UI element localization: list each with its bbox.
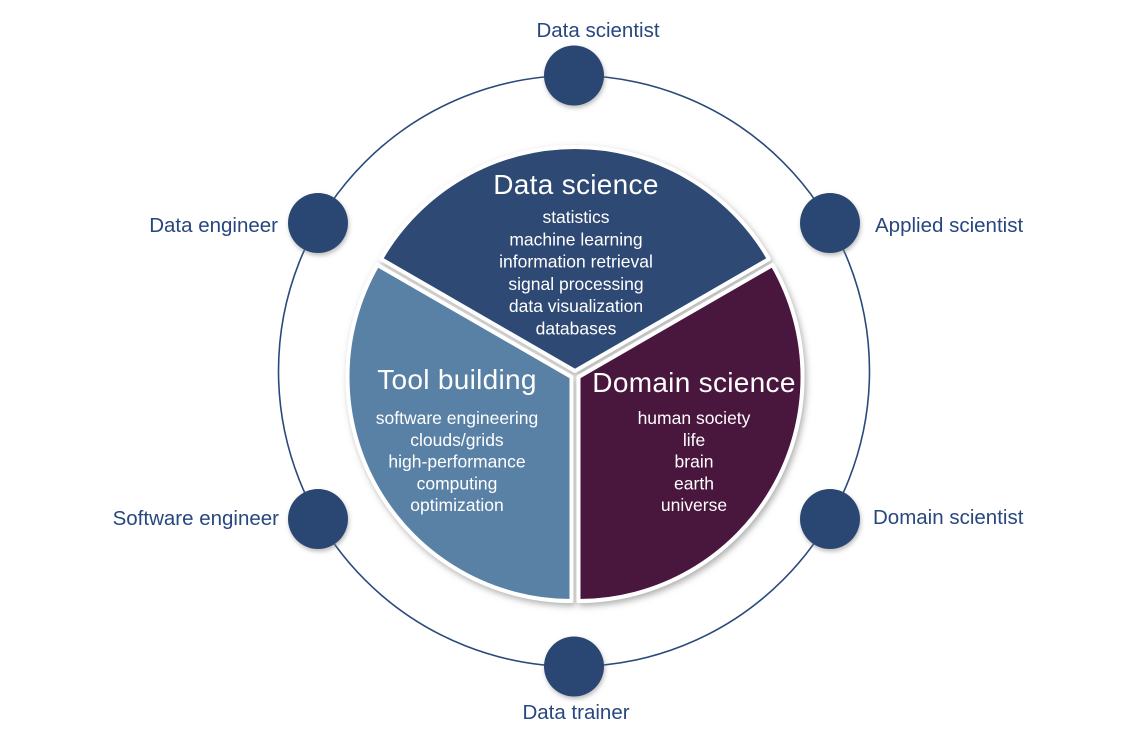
segment-item: computing	[417, 473, 498, 493]
segment-item: high-performance	[388, 452, 525, 472]
segment-item: databases	[536, 319, 617, 339]
segment-tool-building-text: Tool building software engineering cloud…	[376, 364, 538, 515]
role-label-software-engineer: Software engineer	[113, 507, 280, 530]
role-label-data-trainer: Data trainer	[522, 701, 629, 724]
segment-item: software engineering	[376, 408, 538, 428]
segment-data-science-title: Data science	[493, 169, 658, 200]
segment-domain-science	[576, 263, 805, 603]
segment-tool-building-title: Tool building	[377, 364, 537, 395]
segment-item: earth	[674, 473, 714, 493]
segment-item: machine learning	[509, 229, 642, 249]
segment-data-science	[379, 144, 771, 373]
venn-pie	[345, 144, 805, 603]
role-label-data-engineer: Data engineer	[149, 214, 278, 237]
segment-domain-science-title: Domain science	[592, 367, 795, 398]
segment-item: statistics	[542, 207, 609, 227]
segment-item: information retrieval	[499, 252, 653, 272]
segment-item: human society	[638, 408, 751, 428]
segment-item: signal processing	[508, 274, 643, 294]
segment-item: optimization	[410, 495, 503, 515]
segment-item: universe	[661, 495, 727, 515]
segment-domain-science-text: Domain science human society life brain …	[592, 367, 795, 515]
role-node-domain-scientist	[800, 489, 860, 549]
role-node-software-engineer	[288, 489, 348, 549]
role-label-data-scientist: Data scientist	[536, 19, 659, 42]
segment-item: data visualization	[509, 296, 643, 316]
role-label-applied-scientist: Applied scientist	[875, 214, 1023, 237]
segment-item: life	[683, 430, 705, 450]
role-node-data-scientist	[544, 45, 604, 106]
segment-data-science-text: Data science statistics machine learning…	[493, 169, 658, 339]
segment-item: brain	[675, 452, 714, 472]
role-labels: Data scientist Applied scientist Domain …	[113, 19, 1024, 724]
role-node-data-trainer	[544, 636, 604, 697]
segment-tool-building	[345, 263, 574, 603]
role-node-applied-scientist	[800, 193, 860, 253]
role-label-domain-scientist: Domain scientist	[873, 506, 1024, 529]
role-nodes	[288, 45, 860, 697]
segment-item: clouds/grids	[410, 430, 504, 450]
role-node-data-engineer	[288, 193, 348, 253]
